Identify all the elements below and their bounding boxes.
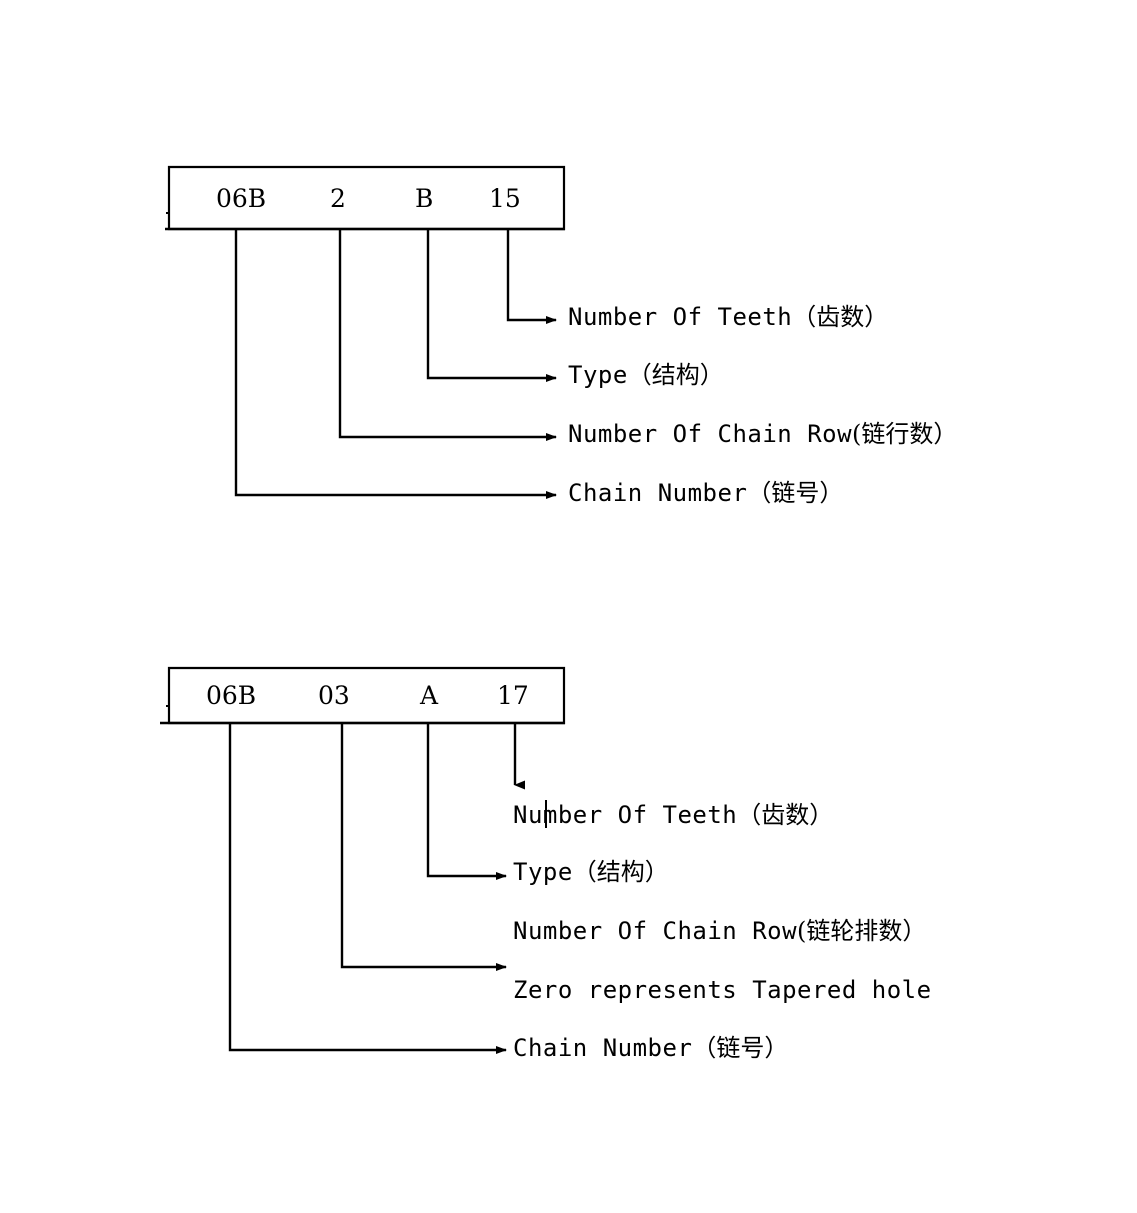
diagram-2-label-zero-tapered-hole: Zero represents Tapered hole bbox=[513, 978, 932, 1002]
diagram-2-teeth-code: 17 bbox=[497, 681, 529, 710]
label-cjk: (链轮排数） bbox=[797, 917, 927, 945]
label-en: Zero represents Tapered hole bbox=[513, 976, 932, 1004]
label-cjk: （结构） bbox=[627, 361, 724, 389]
diagram-2-type-code: A bbox=[420, 681, 439, 710]
diagram-1-label-type: Type（结构） bbox=[568, 363, 724, 387]
label-en: Number Of Teeth bbox=[513, 801, 738, 829]
diagram-2-label-number-of-teeth: Number Of Teeth（齿数） bbox=[513, 803, 833, 827]
diagram-1-chain-number-code: 06B bbox=[216, 184, 267, 213]
diagram-1-label-number-of-teeth: Number Of Teeth（齿数） bbox=[568, 305, 888, 329]
diagram-1-label-number-of-chain-row: Number Of Chain Row(链行数） bbox=[568, 422, 957, 446]
label-en: Type bbox=[513, 858, 573, 886]
diagram-2-label-type: Type（结构） bbox=[513, 860, 669, 884]
diagram-2-chain-number-code: 06B bbox=[206, 681, 257, 710]
label-en: Number Of Chain Row bbox=[513, 917, 798, 945]
diagram-2-tapered-hole-code: 03 bbox=[318, 681, 350, 710]
label-cjk: (链行数） bbox=[852, 420, 958, 448]
diagram-1-label-chain-number: Chain Number（链号） bbox=[568, 481, 843, 505]
diagram-2-label-chain-number: Chain Number（链号） bbox=[513, 1036, 788, 1060]
label-cjk: （结构） bbox=[572, 858, 669, 886]
label-en: Chain Number bbox=[568, 479, 748, 507]
diagram-1-leader-type bbox=[426, 229, 557, 382]
label-cjk: （链号） bbox=[747, 479, 844, 507]
label-cjk: （齿数） bbox=[737, 801, 834, 829]
diagram-1-leader-teeth bbox=[506, 229, 557, 324]
diagram-1-leader-chain-row bbox=[338, 229, 557, 441]
diagram-2-leader-zero-tapered bbox=[340, 723, 507, 971]
label-en: Type bbox=[568, 361, 628, 389]
diagram-1-chain-row-code: 2 bbox=[330, 184, 346, 213]
label-cjk: （链号） bbox=[692, 1034, 789, 1062]
diagram-1-teeth-code: 15 bbox=[489, 184, 521, 213]
diagram-2-leader-type bbox=[426, 723, 507, 880]
label-cjk: （齿数） bbox=[792, 303, 889, 331]
label-en: Number Of Chain Row bbox=[568, 420, 853, 448]
label-en: Chain Number bbox=[513, 1034, 693, 1062]
label-en: Number Of Teeth bbox=[568, 303, 793, 331]
diagram-2-label-number-of-chain-row: Number Of Chain Row(链轮排数） bbox=[513, 919, 926, 943]
diagram-2-leader-chain-number bbox=[228, 723, 507, 1054]
diagram-1-type-code: B bbox=[415, 184, 434, 213]
diagram-1-leader-chain-number bbox=[234, 229, 557, 499]
